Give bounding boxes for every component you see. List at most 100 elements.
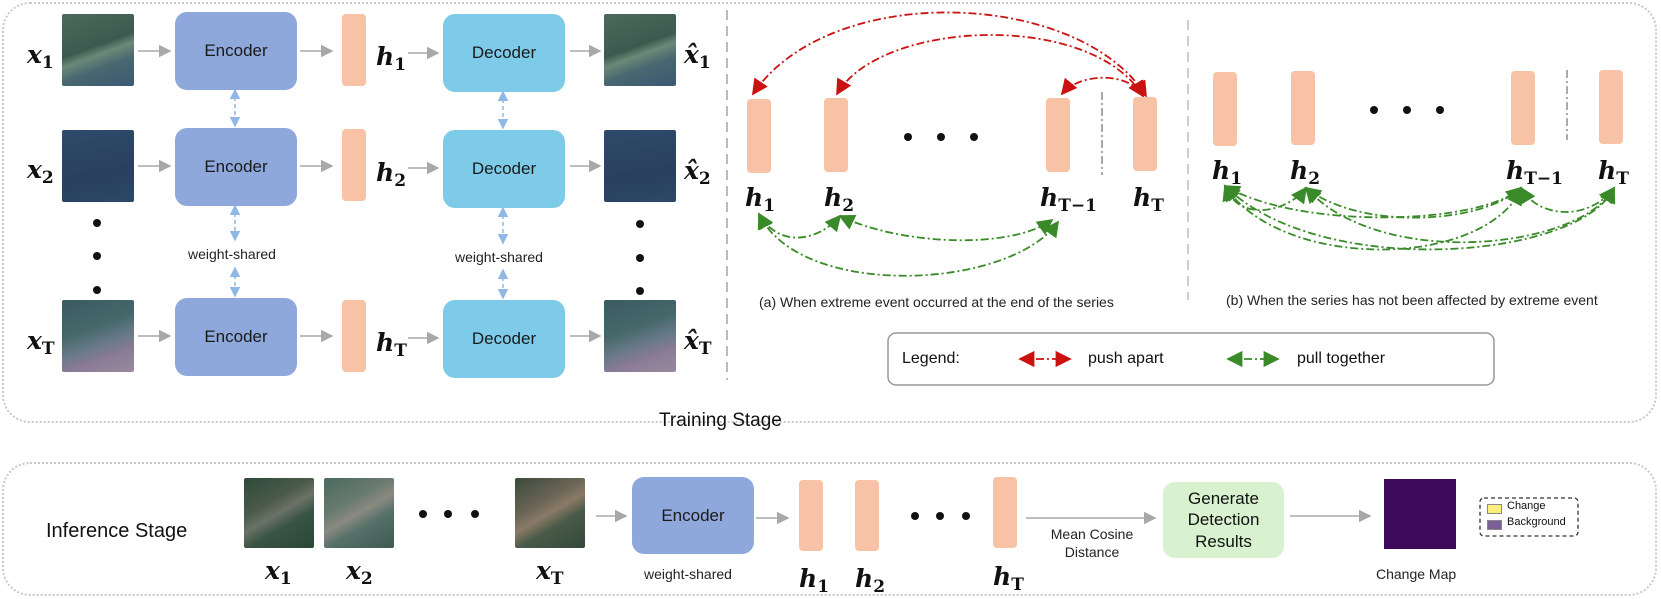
ellipsis-dot	[471, 510, 479, 518]
map-legend-change-swatch	[1487, 504, 1502, 514]
mean-cosine-distance-label: Mean Cosine Distance	[1026, 526, 1158, 561]
ellipsis-dot	[93, 252, 101, 260]
label-x2: x2	[27, 155, 54, 188]
mean-cosine-line2: Distance	[1064, 543, 1120, 560]
ellipsis-dot	[1370, 106, 1378, 114]
weight-shared-label-decoder: weight-shared	[455, 249, 543, 265]
decoder-block-1: Decoder	[443, 14, 565, 92]
ellipsis-dot	[444, 510, 452, 518]
inference-label-h1: h1	[799, 564, 830, 597]
encoder-block-2: Encoder	[175, 128, 297, 206]
ellipsis-dot	[93, 286, 101, 294]
inference-image-x2	[324, 478, 394, 548]
training-stage-panel	[2, 2, 1657, 423]
panel-a-embedding-hT	[1133, 97, 1157, 171]
embedding-h1	[342, 14, 366, 86]
mean-cosine-line1: Mean Cosine	[1050, 526, 1134, 542]
embedding-hT	[342, 300, 366, 372]
panel-a-embedding-hT-1	[1046, 98, 1070, 172]
ellipsis-dot	[636, 220, 644, 228]
panel-a-label-h2: h2	[824, 183, 855, 216]
inference-image-xT	[515, 478, 585, 548]
ellipsis-dot	[636, 254, 644, 262]
ellipsis-dot	[936, 512, 944, 520]
ellipsis-dot	[962, 512, 970, 520]
inference-embedding-h2	[855, 480, 879, 551]
legend-box	[887, 332, 1495, 386]
change-map-legend-box	[1479, 497, 1579, 537]
ellipsis-dot	[636, 287, 644, 295]
encoder-block-T: Encoder	[175, 298, 297, 376]
panel-b-caption: (b) When the series has not been affecte…	[1226, 292, 1598, 308]
ellipsis-dot	[970, 133, 978, 141]
legend-push-label: push apart	[1088, 350, 1164, 367]
reconstructed-image-x1	[604, 14, 676, 86]
inference-embedding-hT	[993, 477, 1017, 548]
training-stage-label: Training Stage	[659, 410, 782, 431]
map-legend-background-label: Background	[1507, 516, 1566, 528]
label-xhat1: x̂1	[684, 40, 711, 73]
inference-image-x1	[244, 478, 314, 548]
legend-pull-label: pull together	[1297, 350, 1386, 367]
satellite-image-x2	[62, 130, 134, 202]
ellipsis-dot	[1436, 106, 1444, 114]
inference-encoder-block: Encoder	[632, 477, 754, 554]
label-hT: hT	[376, 328, 407, 361]
reconstructed-image-xT	[604, 300, 676, 372]
ellipsis-dot	[904, 133, 912, 141]
reconstructed-image-x2	[604, 130, 676, 202]
decoder-block-2: Decoder	[443, 130, 565, 208]
panel-a-label-h1: h1	[745, 183, 776, 216]
inference-label-xT: xT	[536, 556, 564, 589]
ellipsis-dot	[419, 510, 427, 518]
inference-flow-arrows	[596, 509, 1372, 525]
satellite-image-xT	[62, 300, 134, 372]
inference-weight-shared-label: weight-shared	[644, 566, 732, 582]
change-map-image	[1384, 479, 1456, 549]
panel-a-embedding-h1	[747, 99, 771, 173]
label-x1: x1	[27, 40, 54, 73]
ellipsis-dot	[1403, 106, 1411, 114]
inference-stage-panel	[2, 462, 1657, 596]
panel-b-embedding-h1	[1213, 72, 1237, 146]
panel-b-label-h2: h2	[1290, 156, 1321, 189]
panel-b-embedding-h2	[1291, 71, 1315, 145]
generate-detection-results-block: Generate Detection Results	[1163, 482, 1284, 558]
label-xT: xT	[27, 326, 55, 359]
generate-line2: Detection	[1187, 510, 1260, 530]
panel-b-embedding-hT-1	[1511, 71, 1535, 145]
label-h1: h1	[376, 42, 407, 75]
embedding-h2	[342, 129, 366, 201]
legend-title: Legend:	[902, 350, 960, 367]
ellipsis-dot	[93, 219, 101, 227]
panel-b-label-h1: h1	[1212, 156, 1243, 189]
ellipsis-dot	[937, 133, 945, 141]
push-apart-arcs	[751, 11, 1147, 98]
map-legend-background-swatch	[1487, 520, 1502, 530]
panel-b-label-hT: hT	[1598, 156, 1629, 189]
inference-embedding-h1	[799, 480, 823, 551]
pull-together-arcs-b	[1222, 184, 1616, 251]
panel-a-embedding-h2	[824, 98, 848, 172]
weight-shared-arrows	[229, 88, 509, 300]
inference-label-hT: hT	[993, 562, 1024, 595]
panel-a-label-hT-1: hT−1	[1040, 183, 1097, 216]
inference-label-x2: x2	[346, 556, 373, 589]
weight-shared-label-encoder: weight-shared	[188, 246, 276, 262]
inference-label-h2: h2	[855, 564, 886, 597]
label-h2: h2	[376, 158, 407, 191]
map-legend-change-label: Change	[1507, 500, 1546, 512]
training-flow-arrows	[138, 44, 602, 345]
generate-line3: Results	[1195, 531, 1252, 551]
satellite-image-x1	[62, 14, 134, 86]
panel-a-caption: (a) When extreme event occurred at the e…	[759, 294, 1114, 310]
decoder-block-T: Decoder	[443, 300, 565, 378]
label-xhatT: x̂T	[684, 326, 712, 359]
label-xhat2: x̂2	[684, 156, 711, 189]
generate-line1: Generate	[1188, 489, 1259, 509]
ellipsis-dot	[911, 512, 919, 520]
panel-b-label-hT-1: hT−1	[1506, 156, 1563, 189]
panel-b-embedding-hT	[1599, 70, 1623, 144]
inference-stage-label: Inference Stage	[46, 520, 188, 542]
